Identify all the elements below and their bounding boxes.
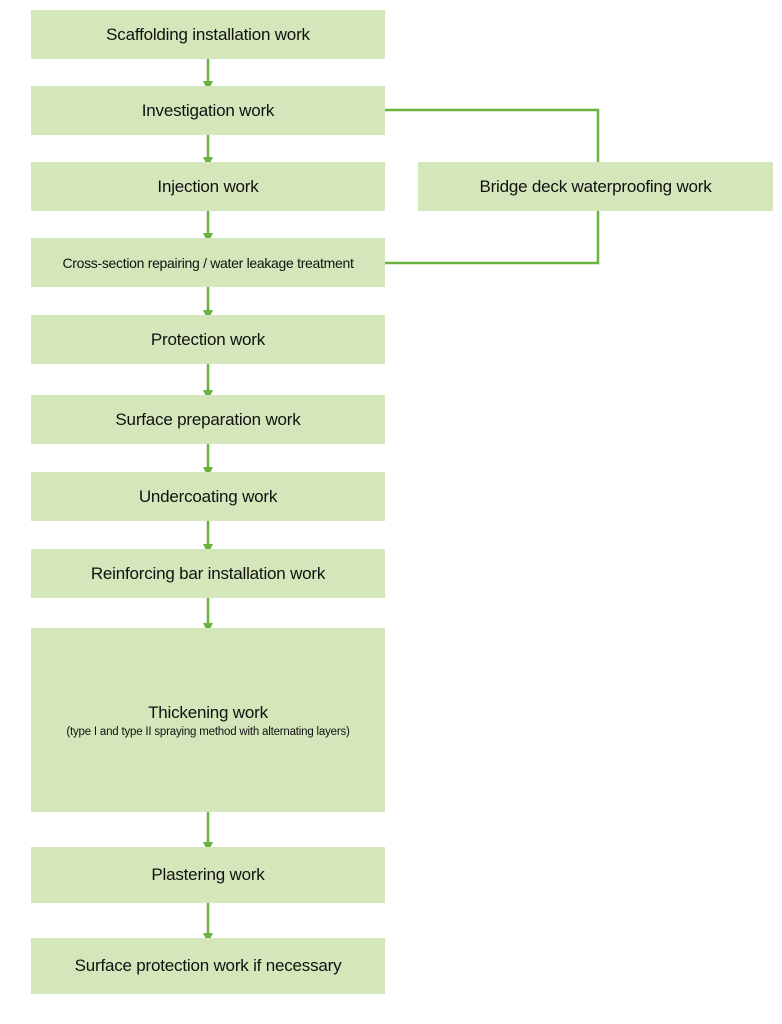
step-cross-section-repairing: Cross-section repairing / water leakage … [31,238,385,287]
step-label: Plastering work [151,865,265,884]
step-plastering: Plastering work [31,847,385,903]
side-step-label: Bridge deck waterproofing work [479,176,712,196]
step-injection: Injection work [31,162,385,211]
step-label: Protection work [150,329,266,349]
step-label: Surface preparation work [115,409,301,429]
step-reinforcing-bar-installation: Reinforcing bar installation work [31,549,385,598]
step-scaffolding-installation: Scaffolding installation work [31,10,385,59]
step-label: Investigation work [141,100,275,120]
step-label: Thickening work [148,702,268,722]
step-label: Cross-section repairing / water leakage … [62,254,354,271]
step-investigation: Investigation work [31,86,385,135]
step-label: Surface protection work if necessary [74,956,342,975]
step-surface-protection: Surface protection work if necessary [31,938,385,994]
branch-connector-out [385,108,600,162]
step-label: Reinforcing bar installation work [90,563,326,583]
step-bridge-deck-waterproofing: Bridge deck waterproofing work [418,162,773,211]
step-label: Injection work [157,176,259,196]
step-thickening: Thickening work (type I and type II spra… [31,628,385,812]
step-protection: Protection work [31,315,385,364]
branch-connector-back [385,211,600,265]
step-label: Scaffolding installation work [106,24,310,44]
step-undercoating: Undercoating work [31,472,385,521]
step-label: Undercoating work [138,486,278,506]
step-surface-preparation: Surface preparation work [31,395,385,444]
step-sublabel: (type I and type II spraying method with… [66,725,350,738]
